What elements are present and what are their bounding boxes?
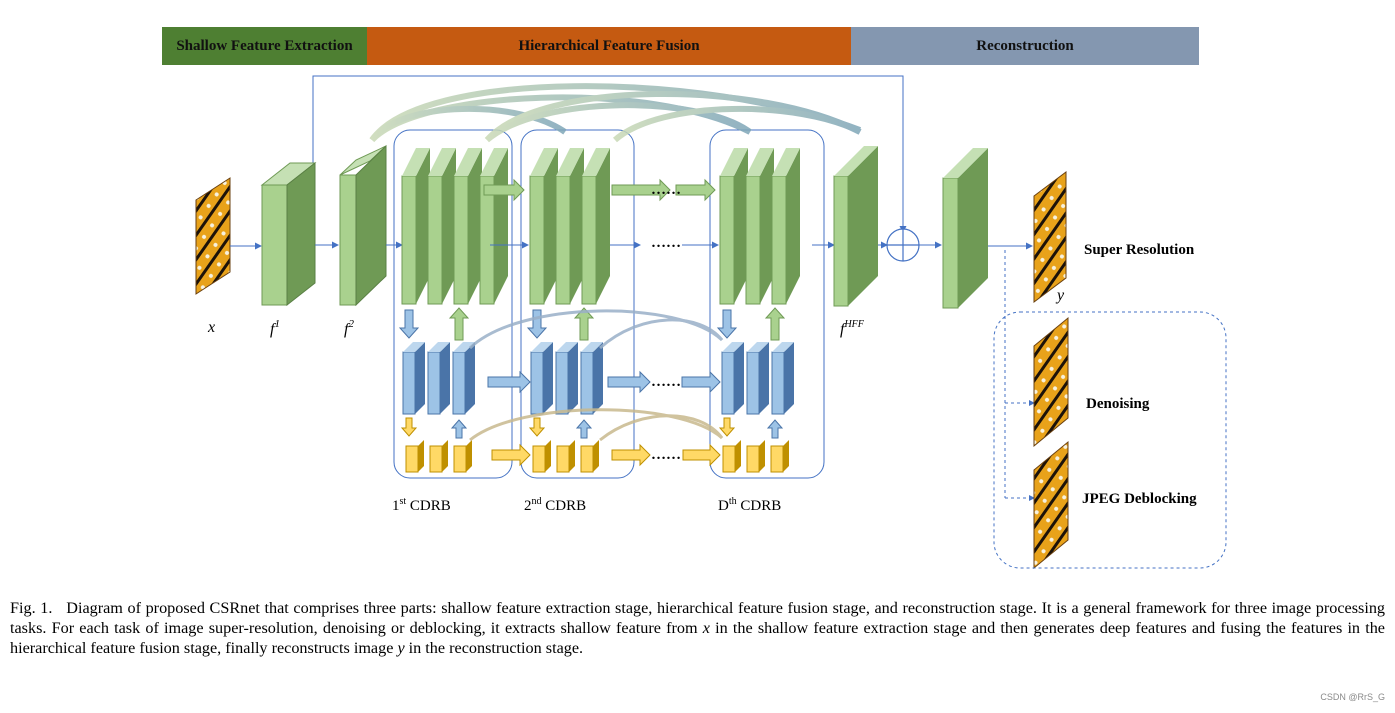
yellow-block-arrows (491, 443, 721, 467)
svg-text:f1: f1 (270, 318, 280, 338)
cdrb-d-label-text: CDRB (737, 498, 782, 514)
svg-text:2nd CDRB: 2nd CDRB (524, 496, 586, 514)
global-skip-connection (312, 75, 907, 245)
task-denoising: Denoising (1086, 396, 1150, 412)
cdrb-1-label-sup: st (400, 496, 407, 507)
vertical-arrows (398, 307, 786, 439)
label-f1: f (270, 321, 277, 338)
svg-text:Dth CDRB: Dth CDRB (718, 496, 781, 514)
label-fhff-sup: HFF (843, 319, 864, 330)
csrnet-diagram: …… …… …… …… (195, 75, 1227, 570)
dots-blue-row: …… (651, 374, 681, 390)
label-f2-sup: 2 (348, 318, 354, 330)
sum-node (886, 228, 920, 262)
label-x: x (207, 319, 215, 336)
label-fhff: f (840, 321, 847, 338)
green-block-arrows (483, 178, 716, 202)
svg-text:f2: f2 (344, 318, 354, 338)
cdrb-1-outline (393, 129, 513, 479)
caption-text-1: Diagram of proposed CSRnet that comprise… (10, 599, 1386, 637)
feature-block-f2 (339, 144, 387, 307)
stage-reconstruction: Reconstruction (851, 27, 1199, 65)
task-dashed-lines (1004, 250, 1033, 499)
cdrb-2-label-text: CDRB (542, 498, 587, 514)
cdrb-2-label-sup: nd (532, 496, 542, 507)
cdrb-2-green-layers (529, 148, 610, 305)
cdrb-d-outline (709, 129, 825, 479)
dense-connection-arcs (369, 83, 862, 143)
input-image-x (195, 177, 231, 295)
cdrb-yellow-layers (405, 440, 789, 473)
label-y: y (1055, 287, 1065, 304)
lower-dense-arcs (468, 309, 724, 442)
task-jpeg-deblocking: JPEG Deblocking (1082, 491, 1197, 507)
reconstruction-block (942, 148, 988, 309)
caption-fig-label: Fig. 1. (10, 599, 53, 617)
dots-middle-row: …… (651, 235, 681, 251)
svg-text:1st CDRB: 1st CDRB (392, 496, 451, 514)
cdrb-2-label-num: 2 (524, 498, 532, 514)
feature-block-fhff (833, 146, 878, 307)
cdrb-d-label-sup: th (729, 496, 737, 507)
cdrb-d-label-num: D (718, 498, 729, 514)
label-f2: f (344, 321, 351, 338)
dots-yellow-row: …… (651, 447, 681, 463)
stage-shallow-feature-extraction: Shallow Feature Extraction (162, 27, 367, 65)
cdrb-2-outline (520, 129, 635, 479)
svg-text:fHFF: fHFF (840, 319, 865, 338)
caption-text-2: in the shallow feature extraction stage … (10, 619, 1385, 657)
cdrb-1-green-layers (401, 148, 508, 305)
stage-bar: Shallow Feature Extraction Hierarchical … (162, 27, 1199, 65)
dots-green-row: …… (651, 182, 681, 198)
output-image-jpeg (1033, 440, 1069, 570)
output-image-sr (1033, 171, 1067, 303)
task-super-resolution: Super Resolution (1084, 242, 1195, 258)
cdrb-1-label-text: CDRB (406, 498, 451, 514)
figure-caption: Fig. 1. Diagram of proposed CSRnet that … (10, 598, 1385, 658)
blue-block-arrows (487, 370, 721, 394)
watermark: CSDN @RrS_G (1320, 692, 1385, 702)
output-image-denoise (1033, 316, 1069, 448)
caption-x: x (702, 619, 710, 637)
label-f1-sup: 1 (274, 318, 280, 330)
stage-hierarchical-feature-fusion: Hierarchical Feature Fusion (367, 27, 851, 65)
cdrb-d-green-layers (719, 148, 800, 305)
cdrb-1-label-num: 1 (392, 498, 400, 514)
cdrb-blue-layers (402, 342, 794, 415)
caption-text-3: in the reconstruction stage. (404, 639, 584, 657)
caption-y: y (397, 639, 405, 657)
feature-block-f1 (260, 161, 317, 307)
task-group-outline (993, 311, 1227, 569)
